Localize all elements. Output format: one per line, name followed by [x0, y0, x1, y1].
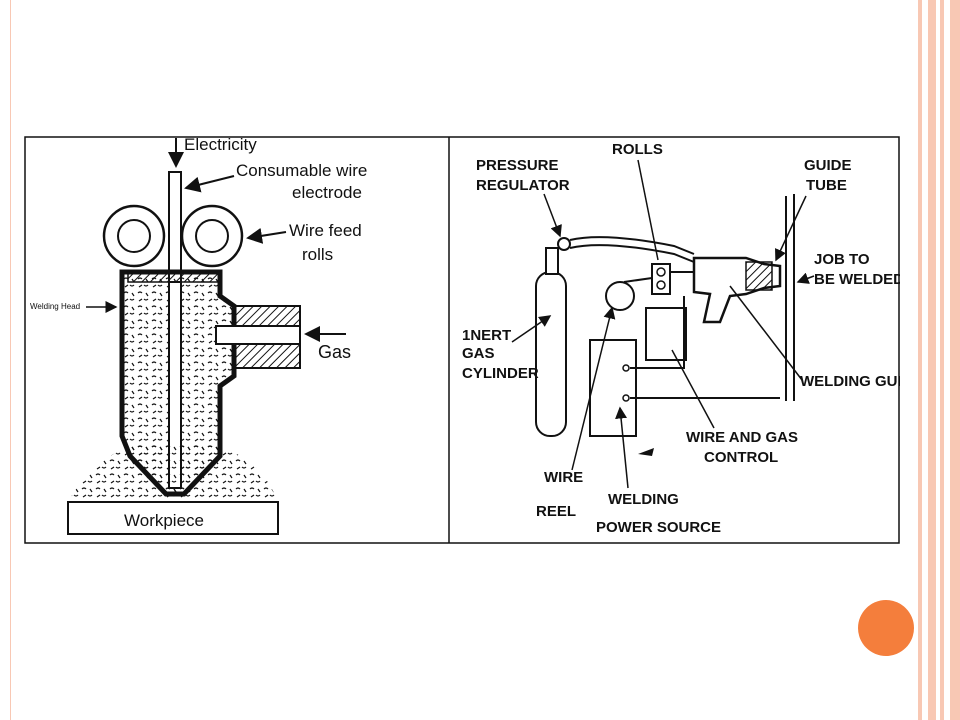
feed-roll-left: [102, 204, 166, 268]
tube-label: TUBE: [806, 177, 847, 194]
gas-hose: [569, 236, 695, 255]
pressure-regulator: [557, 237, 571, 251]
accent-dot: [858, 600, 914, 656]
wire-gas-control-box: [645, 307, 687, 361]
mig-torch-cross-section: Electricity Consumable wire electrode Wi…: [30, 136, 367, 535]
torch-cap: [127, 271, 221, 283]
frame-stripe-1: [918, 0, 922, 720]
job-label-1: JOB TO: [814, 251, 870, 268]
guide-tube-nozzle: [745, 261, 773, 291]
guide-label: GUIDE: [804, 157, 852, 174]
pressure-label: PRESSURE: [476, 157, 559, 174]
wire-label-1: Consumable wire: [236, 161, 367, 180]
frame-stripe-4: [950, 0, 960, 720]
job-label-2: BE WELDED: [814, 271, 900, 288]
wgc-label-2: CONTROL: [704, 449, 778, 466]
rolls-label: ROLLS: [612, 141, 663, 158]
welding-figure: Electricity Consumable wire electrode Wi…: [24, 136, 900, 544]
wire-reel: [605, 281, 635, 311]
wire-arrow: [184, 175, 235, 193]
workpiece-plate: [67, 501, 279, 535]
electricity-label: Electricity: [184, 136, 257, 154]
gas-cylinder: [535, 271, 567, 437]
wps-label-1: WELDING: [608, 491, 679, 508]
weld-spatter: [68, 441, 278, 502]
wire-label-2: electrode: [292, 183, 362, 202]
frame-stripe-3: [940, 0, 944, 720]
frame-stripe-2: [928, 0, 936, 720]
power-source-box: [589, 339, 637, 437]
feed-label-1: Wire feed: [289, 221, 362, 240]
frame-stripe-left: [10, 0, 11, 720]
power-cable: [630, 296, 685, 369]
reel-label-2: REEL: [536, 503, 576, 520]
mig-welding-setup: PRESSURE REGULATOR ROLLS GUIDE TUBE JOB …: [462, 141, 900, 536]
feed-arrow: [246, 227, 287, 244]
inert-label-3: CYLINDER: [462, 365, 539, 382]
wps-label-2: POWER SOURCE: [596, 519, 721, 536]
stray-mark: [638, 448, 654, 456]
welding-head-label: Welding Head: [30, 302, 80, 311]
welding-diagram-svg: Electricity Consumable wire electrode Wi…: [24, 136, 900, 544]
wgc-label-1: WIRE AND GAS: [686, 429, 798, 446]
inert-label-2: GAS: [462, 345, 495, 362]
reel-label-1: WIRE: [544, 469, 583, 486]
figure-border: [24, 136, 900, 544]
gas-label: Gas: [318, 342, 351, 362]
welding-gun-label: WELDING GUN: [800, 373, 900, 390]
workpiece-label: Workpiece: [124, 511, 204, 530]
inert-label-1: 1NERT: [462, 327, 511, 344]
feed-roll-right: [180, 204, 244, 268]
regulator-label: REGULATOR: [476, 177, 570, 194]
feed-label-2: rolls: [302, 245, 333, 264]
